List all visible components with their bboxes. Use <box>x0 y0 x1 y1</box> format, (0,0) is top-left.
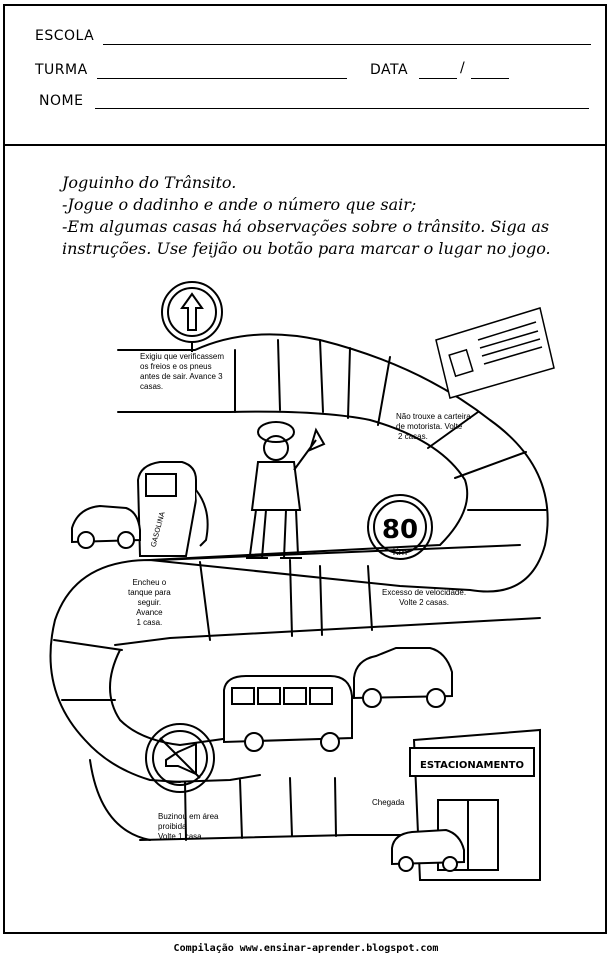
title-line-2: -Jogue o dadinho e ande o número que sai… <box>62 195 417 214</box>
cell-divider <box>334 777 337 837</box>
cell-divider <box>377 356 391 426</box>
cell-divider <box>319 565 323 636</box>
cell-divider <box>53 639 123 651</box>
escola-field[interactable] <box>103 44 591 45</box>
road-bottom-edge <box>139 834 421 841</box>
cell-divider <box>199 561 211 641</box>
cell-divider <box>277 339 281 411</box>
cell-divider <box>239 779 243 839</box>
road-outer-edge <box>49 333 549 783</box>
road-outer-edge-bottom <box>169 774 261 783</box>
car-right-icon <box>353 647 453 708</box>
footer-credit: Compilação www.ensinar-aprender.blogspot… <box>173 943 439 954</box>
speed-limit-unit: Km <box>393 548 408 558</box>
road-inner-edge <box>117 410 469 561</box>
note-verify-brakes: Exigiu que verificassem os freios e os p… <box>140 352 225 391</box>
arrow-sign-icon <box>161 281 223 352</box>
escola-label: ESCOLA <box>35 28 95 44</box>
nome-label: NOME <box>39 93 84 109</box>
bus-icon <box>223 675 353 752</box>
turma-label: TURMA <box>35 62 88 78</box>
no-horn-sign-icon <box>145 723 215 793</box>
nome-field[interactable] <box>95 108 589 109</box>
header-box: ESCOLA TURMA DATA / NOME <box>5 6 605 146</box>
road-middle-edge <box>109 649 231 746</box>
data-label: DATA <box>370 62 409 78</box>
parking-sign-label: ESTACIONAMENTO <box>420 760 524 771</box>
cell-divider <box>367 565 373 631</box>
turma-field[interactable] <box>97 78 347 79</box>
title-line-3: -Em algumas casas há observações sobre o… <box>62 217 550 236</box>
speed-limit-sign-icon <box>367 494 433 560</box>
cell-divider <box>427 411 479 449</box>
note-no-license: Não trouxe a carteira de motorista. Volt… <box>396 412 471 441</box>
road-lower-edge <box>114 617 541 646</box>
traffic-officer-icon <box>246 421 326 559</box>
note-filled-tank: Encheu o tanque para seguir. Avance 1 ca… <box>128 578 171 627</box>
note-speeding: Excesso de velocidade. Volte 2 casas. <box>382 588 467 607</box>
license-card-icon <box>435 307 555 399</box>
worksheet-frame: ESCOLA TURMA DATA / NOME <box>3 4 607 934</box>
finish-label: Chegada <box>372 798 405 807</box>
title-line-1: Joguinho do Trânsito. <box>62 173 237 192</box>
note-horn: Buzinou em área proibida Volte 1 casa <box>158 812 219 841</box>
data-month-field[interactable] <box>471 78 509 79</box>
speed-limit-value: 80 <box>382 515 418 545</box>
cell-divider <box>347 347 351 419</box>
road-inner-edge-2 <box>157 544 521 561</box>
car-left-icon <box>71 504 141 549</box>
cell-divider <box>454 451 527 479</box>
car-parking-icon <box>391 828 465 872</box>
cell-divider <box>319 339 324 413</box>
data-day-field[interactable] <box>419 78 457 79</box>
road-bottom-curve <box>89 759 151 841</box>
cell-divider <box>289 559 293 637</box>
gas-pump-icon <box>136 461 209 557</box>
game-title: Joguinho do Trânsito. -Jogue o dadinho e… <box>62 172 562 260</box>
data-separator: / <box>460 60 466 76</box>
cell-divider <box>289 777 293 837</box>
title-line-4: instruções. Use feijão ou botão para mar… <box>62 239 551 258</box>
